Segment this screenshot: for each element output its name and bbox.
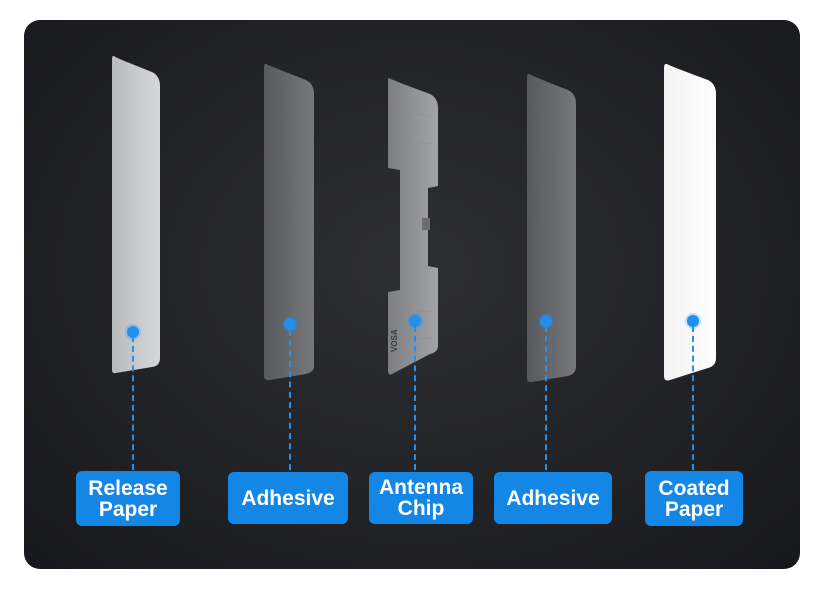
leader-line-release-paper [132, 336, 134, 470]
coated-paper-sheet [664, 63, 716, 381]
adhesive-sheet-right [527, 73, 576, 383]
marker-dot-adhesive-right [540, 315, 552, 327]
layer-sheets: VOSA [112, 55, 716, 383]
leader-line-coated-paper [692, 326, 694, 470]
leader-line-antenna-chip [414, 326, 416, 470]
inlay-brand-mark: VOSA [390, 329, 399, 352]
label-release-paper: Release Paper [76, 471, 180, 526]
diagram-panel: VOSA Release Paper Adhesive Antenna Chip… [24, 20, 800, 569]
adhesive-sheet-left [264, 63, 314, 381]
release-paper-sheet [112, 55, 160, 374]
leader-line-adhesive-left [289, 330, 291, 470]
leader-line-adhesive-right [545, 326, 547, 470]
label-adhesive-left: Adhesive [228, 472, 348, 524]
marker-dot-adhesive-left [284, 318, 296, 330]
marker-dot-antenna-chip [409, 315, 421, 327]
marker-dot-release-paper [127, 326, 139, 338]
label-coated-paper: Coated Paper [645, 471, 743, 526]
label-adhesive-right: Adhesive [494, 472, 612, 524]
antenna-chip-inlay: VOSA [388, 77, 438, 375]
marker-dot-coated-paper [687, 315, 699, 327]
label-antenna-chip: Antenna Chip [369, 472, 473, 524]
